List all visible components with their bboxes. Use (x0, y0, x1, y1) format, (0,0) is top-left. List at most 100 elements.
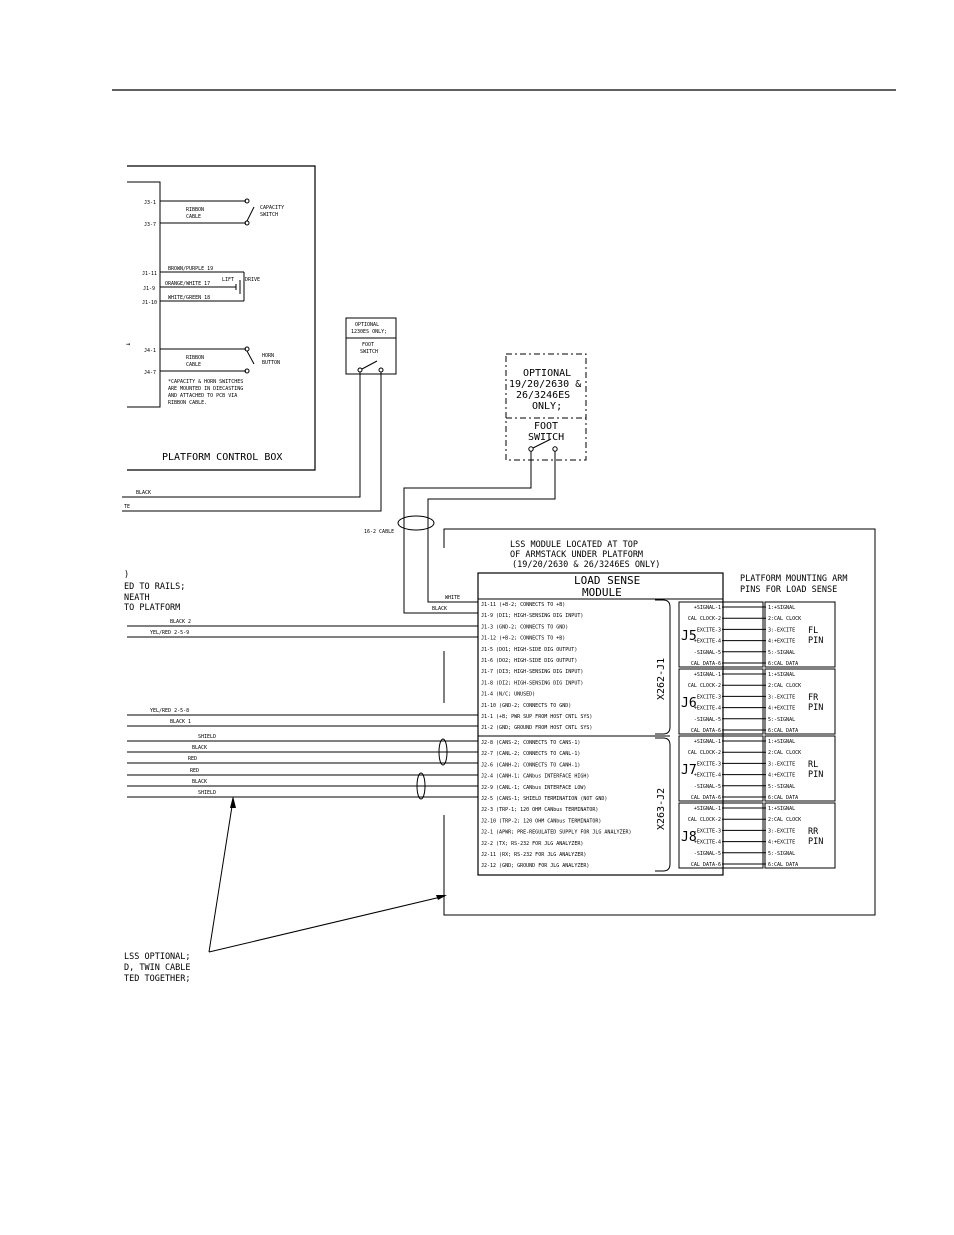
lss-location-note: (19/20/2630 & 26/3246ES ONLY) (512, 560, 660, 570)
sensor-name: FL (808, 626, 818, 636)
foot-switch-header: OPTIONAL (523, 368, 571, 379)
connector-box (678, 601, 764, 668)
j1-pin-label: J1-2 (GND; GROUND FROM HOST CNTL SYS) (481, 725, 592, 731)
sensor-pin-right: 2:CAL CLOCK (768, 817, 801, 823)
sensor-pin-right: 5:-SIGNAL (768, 851, 795, 857)
terminal-label: J4-1 (144, 348, 156, 354)
sensor-name: FR (808, 693, 819, 703)
switch-note: ARE MOUNTED IN DIECASTING (168, 386, 243, 392)
wire-label-yel-red: YEL/RED 2-5-9 (150, 630, 189, 636)
sensor-pin-left: CAL DATA-6 (691, 795, 721, 801)
mounting-header: PINS FOR LOAD SENSE (740, 585, 837, 595)
terminal-label: J1-11 (142, 271, 157, 277)
j2-pin-label: J2-12 (GND; GROUND FOR JLG ANALYZER) (481, 863, 589, 869)
switch-note: *CAPACITY & HORN SWITCHES (168, 379, 243, 385)
foot-switch-label: SWITCH (528, 432, 564, 443)
foot-switch-1230es: OPTIONAL 1230ES ONLY; FOOT SWITCH (345, 317, 397, 375)
wire-label-black: BLACK (192, 779, 207, 785)
ribbon-cable-label: CABLE (186, 214, 201, 220)
sensor-pin-left: -EXCITE-3 (694, 627, 721, 633)
sensor-pin-right: 3:-EXCITE (768, 627, 795, 633)
j1-pin-label: J1-7 (DI3; HIGH-SENSING DIG INPUT) (481, 669, 583, 675)
sensor-pin-right: 4:+EXCITE (768, 639, 795, 645)
wire-label-yel-red: YEL/RED 2-5-8 (150, 708, 189, 714)
foot-switch-header: 1230ES ONLY; (351, 329, 387, 335)
pin-box (764, 735, 836, 802)
wire-label-black: BLACK (192, 745, 207, 751)
platform-control-box: PLATFORM CONTROL BOX → J3-1 J3-7 J1-11 J… (126, 165, 316, 471)
connector-box (678, 668, 764, 735)
wire-color-label: BROWN/PURPLE 19 (168, 266, 213, 272)
j2-pin-label: J2-11 (RX; RS-232 FOR JLG ANALYZER) (481, 852, 586, 858)
lss-location-note: LSS MODULE LOCATED AT TOP (510, 540, 638, 550)
sensor-pin-left: +EXCITE-4 (694, 773, 721, 779)
sensor-pin-right: 1:+SIGNAL (768, 739, 795, 745)
sensor-pin-right: 1:+SIGNAL (768, 672, 795, 678)
lss-note: TED TOGETHER; (124, 974, 191, 984)
j2-pin-label: J2-6 (CANH-2; CONNECTS TO CANH-1) (481, 762, 580, 768)
wire-label-black1: BLACK 1 (170, 719, 191, 725)
terminal-label: J1-10 (142, 300, 157, 306)
sensor-pin-right: 2:CAL CLOCK (768, 683, 801, 689)
left-note: ) (124, 570, 129, 580)
svg-text:→: → (126, 340, 130, 348)
connector-box (678, 735, 764, 802)
j1-pin-label: J1-5 (DO1; HIGH-SIDE DIG OUTPUT) (481, 647, 577, 653)
connector-label-x262: X262-J1 (656, 658, 667, 700)
sensor-pin-right: 2:CAL CLOCK (768, 750, 801, 756)
connector-box (678, 802, 764, 869)
left-note: NEATH (124, 593, 150, 603)
j1-pin-label: J1-8 (DI2; HIGH-SENSING DIG INPUT) (481, 680, 583, 686)
sensor-pin-left: -SIGNAL-5 (694, 717, 721, 723)
sensor-pin-right: 6:CAL DATA (768, 661, 798, 667)
foot-switch-header: ONLY; (532, 401, 562, 412)
sensor-pin-left: +EXCITE-4 (694, 706, 721, 712)
wire-label-white: WHITE (445, 595, 460, 601)
wire-label-black: BLACK (432, 606, 447, 612)
lift-label: LIFT (222, 277, 234, 283)
j2-pin-label: J2-8 (CANS-2; CONNECTS TO CANS-1) (481, 740, 580, 746)
left-note: ED TO RAILS; (124, 582, 185, 592)
sensor-name: RR (808, 827, 819, 837)
sensor-pin-right: 3:-EXCITE (768, 694, 795, 700)
sensor-pin-left: CAL DATA-6 (691, 862, 721, 868)
j2-pin-label: J2-4 (CANH-1; CANbus INTERFACE HIGH) (481, 774, 589, 780)
terminal-label: J3-1 (144, 200, 156, 206)
j1-pin-label: J1-9 (DI1; HIGH-SENSING DIG INPUT) (481, 613, 583, 619)
wire-label-red: RED (190, 768, 199, 774)
load-sense-module: LOAD SENSE MODULE X262-J1 X263-J2 J1-11 … (477, 572, 724, 876)
sensor-pin-right: 6:CAL DATA (768, 862, 798, 868)
terminal-label: J4-7 (144, 370, 156, 376)
capacity-switch-label: CAPACITY (260, 205, 284, 211)
sensor-name: PIN (808, 770, 823, 780)
j2-pin-label: J2-3 (TRP-1; 120 OHM CANbus TERMINATOR) (481, 807, 598, 813)
pin-box (764, 802, 836, 869)
sensor-pin-right: 1:+SIGNAL (768, 806, 795, 812)
terminal-label: J3-7 (144, 222, 156, 228)
sensor-pin-left: CAL CLOCK-2 (688, 683, 721, 689)
sensor-pin-left: CAL CLOCK-2 (688, 817, 721, 823)
j2-pin-label: J2-7 (CANL-2; CONNECTS TO CANL-1) (481, 751, 580, 757)
horn-button-label: HORN (262, 353, 274, 359)
lss-note: LSS OPTIONAL; (124, 952, 191, 962)
foot-switch-label: FOOT (362, 342, 374, 348)
j1-pin-label: J1-4 (N/C; UNUSED) (481, 692, 535, 698)
wire-color-label: ORANGE/WHITE 17 (165, 281, 210, 287)
connector-label: J8 (681, 830, 697, 845)
j2-pin-label: J2-1 (APWR; PRE-REGULATED SUPPLY FOR JLG… (481, 830, 632, 836)
sensor-pin-right: 2:CAL CLOCK (768, 616, 801, 622)
sensor-pin-left: CAL CLOCK-2 (688, 750, 721, 756)
sensor-pin-right: 3:-EXCITE (768, 828, 795, 834)
j2-pin-label: J2-2 (TX; RS-232 FOR JLG ANALYZER) (481, 841, 583, 847)
wire-label-te: TE (124, 504, 130, 510)
sensor-name: PIN (808, 837, 823, 847)
foot-switch-label: FOOT (534, 421, 558, 432)
wire-label-red: RED (188, 756, 197, 762)
j1-pin-label: J1-3 (GND-2; CONNECTS TO GND) (481, 624, 568, 630)
sensor-pin-left: +SIGNAL-1 (694, 806, 721, 812)
connector-label: J7 (681, 763, 697, 778)
horn-button-label: BUTTON (262, 360, 280, 366)
